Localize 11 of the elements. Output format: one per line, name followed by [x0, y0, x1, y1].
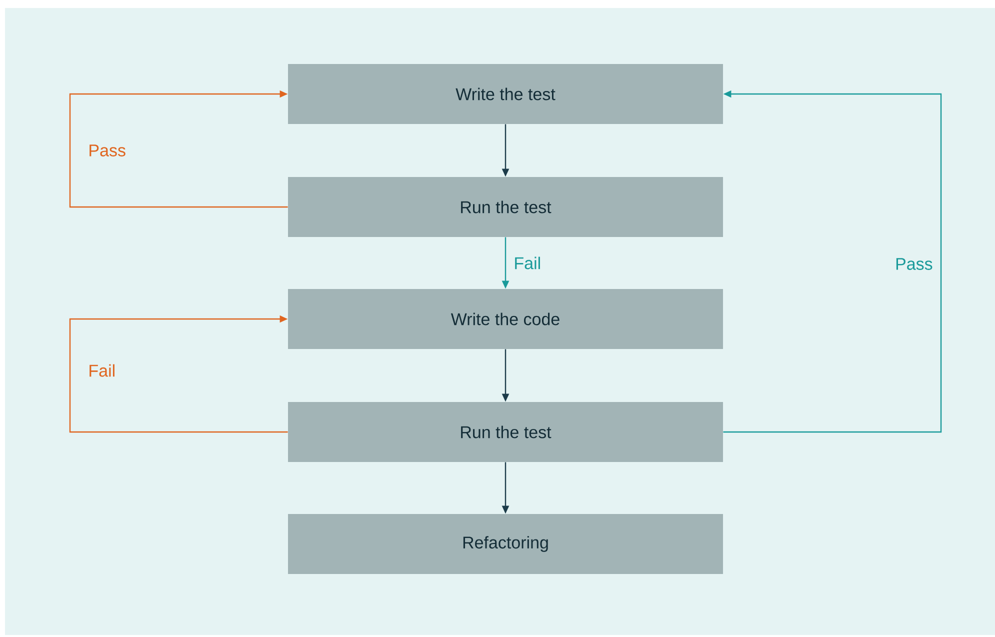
- arrow: [69, 90, 288, 208]
- arrow: [69, 315, 288, 433]
- process-box: Run the test: [288, 177, 723, 237]
- process-box: Refactoring: [288, 514, 723, 574]
- process-box: Write the code: [288, 289, 723, 349]
- edge-label: Pass: [90, 144, 126, 156]
- process-box: Write the test: [288, 64, 723, 124]
- edge-label: Fail: [90, 364, 114, 377]
- edge-label: Pass: [896, 258, 932, 270]
- edge-label: Fail: [515, 256, 540, 270]
- process-box: Run the test: [288, 402, 723, 462]
